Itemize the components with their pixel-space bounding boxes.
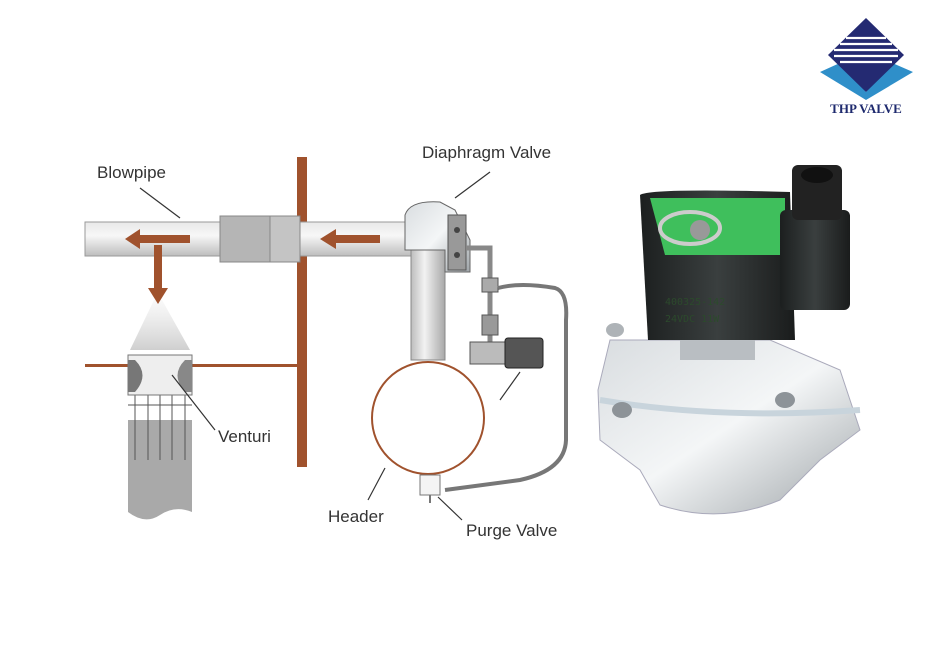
label-blowpipe: Blowpipe	[97, 163, 166, 182]
leader-lines	[139, 171, 521, 521]
label-diaphragm-valve: Diaphragm Valve	[422, 143, 551, 162]
thp-valve-logo: THP VALVE	[820, 18, 913, 116]
purge-valve	[419, 474, 441, 496]
filter-bag	[128, 390, 192, 520]
diaphragm-valve	[404, 201, 471, 273]
pulse-valve-photo: 400325-142 24VDC 11W	[597, 165, 861, 515]
air-spray	[130, 300, 190, 350]
coil-part-number: 400325-142	[665, 297, 725, 308]
pilot-solenoid	[469, 337, 544, 369]
purge-hose	[444, 283, 569, 492]
header-riser	[410, 244, 446, 361]
coil-rating: 24VDC 11W	[665, 314, 720, 325]
plenum-wall	[297, 157, 307, 467]
flow-arrows	[125, 229, 380, 304]
venturi	[127, 354, 193, 396]
pilot-tubing	[466, 245, 499, 345]
header-tank	[371, 361, 485, 475]
label-venturi: Venturi	[218, 427, 271, 446]
label-purge-valve: Purge Valve	[466, 521, 557, 540]
logo-text: THP VALVE	[830, 101, 902, 116]
label-header: Header	[328, 507, 384, 526]
